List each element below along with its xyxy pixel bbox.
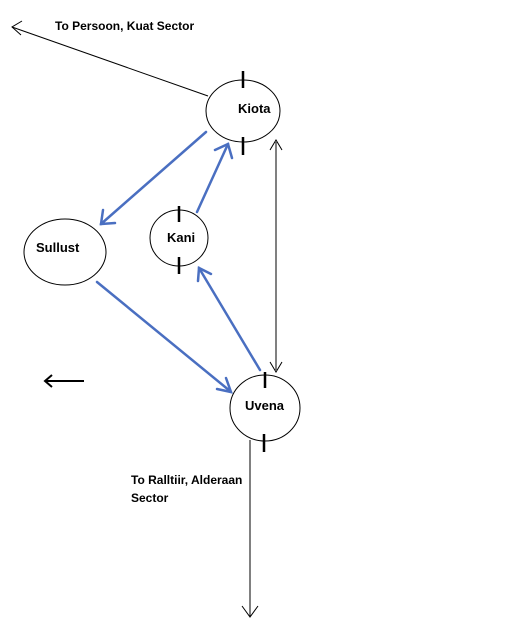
node-kani-label: Kani	[167, 230, 195, 245]
route-uvena-to-kani	[196, 266, 262, 372]
node-uvena-label: Uvena	[245, 398, 285, 413]
route-kiota-to-persoon	[11, 20, 209, 97]
south-exit-label-line2: Sector	[131, 491, 169, 505]
west-arrow	[43, 374, 84, 388]
north-exit-label: To Persoon, Kuat Sector	[55, 19, 194, 33]
node-kiota: Kiota	[205, 71, 281, 155]
route-kani-to-kiota	[195, 142, 234, 214]
route-sullust-to-uvena	[95, 280, 233, 394]
route-uvena-to-ralltiir	[241, 440, 259, 618]
node-uvena: Uvena	[229, 372, 301, 452]
node-sullust: Sullust	[23, 218, 107, 286]
route-kiota-uvena	[269, 139, 283, 373]
node-kani: Kani	[149, 206, 209, 274]
route-kiota-to-sullust	[99, 130, 208, 226]
node-kiota-label: Kiota	[238, 101, 271, 116]
south-exit-label-line1: To Ralltiir, Alderaan	[131, 473, 242, 487]
node-sullust-label: Sullust	[36, 240, 80, 255]
